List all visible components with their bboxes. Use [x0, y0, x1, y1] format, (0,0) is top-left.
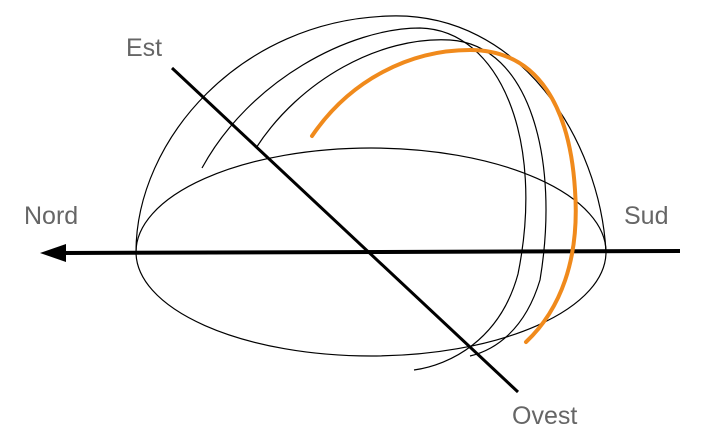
- dome-outline: [136, 16, 606, 252]
- label-north: Nord: [24, 202, 78, 230]
- dome-arc-1: [202, 28, 526, 370]
- east-west-line: [172, 68, 518, 392]
- label-east: Est: [126, 34, 162, 62]
- label-south: Sud: [624, 202, 668, 230]
- north-south-axis: [62, 251, 680, 253]
- sun-path: [312, 50, 576, 342]
- label-west: Ovest: [512, 402, 577, 430]
- arrow-left-icon: [40, 244, 66, 262]
